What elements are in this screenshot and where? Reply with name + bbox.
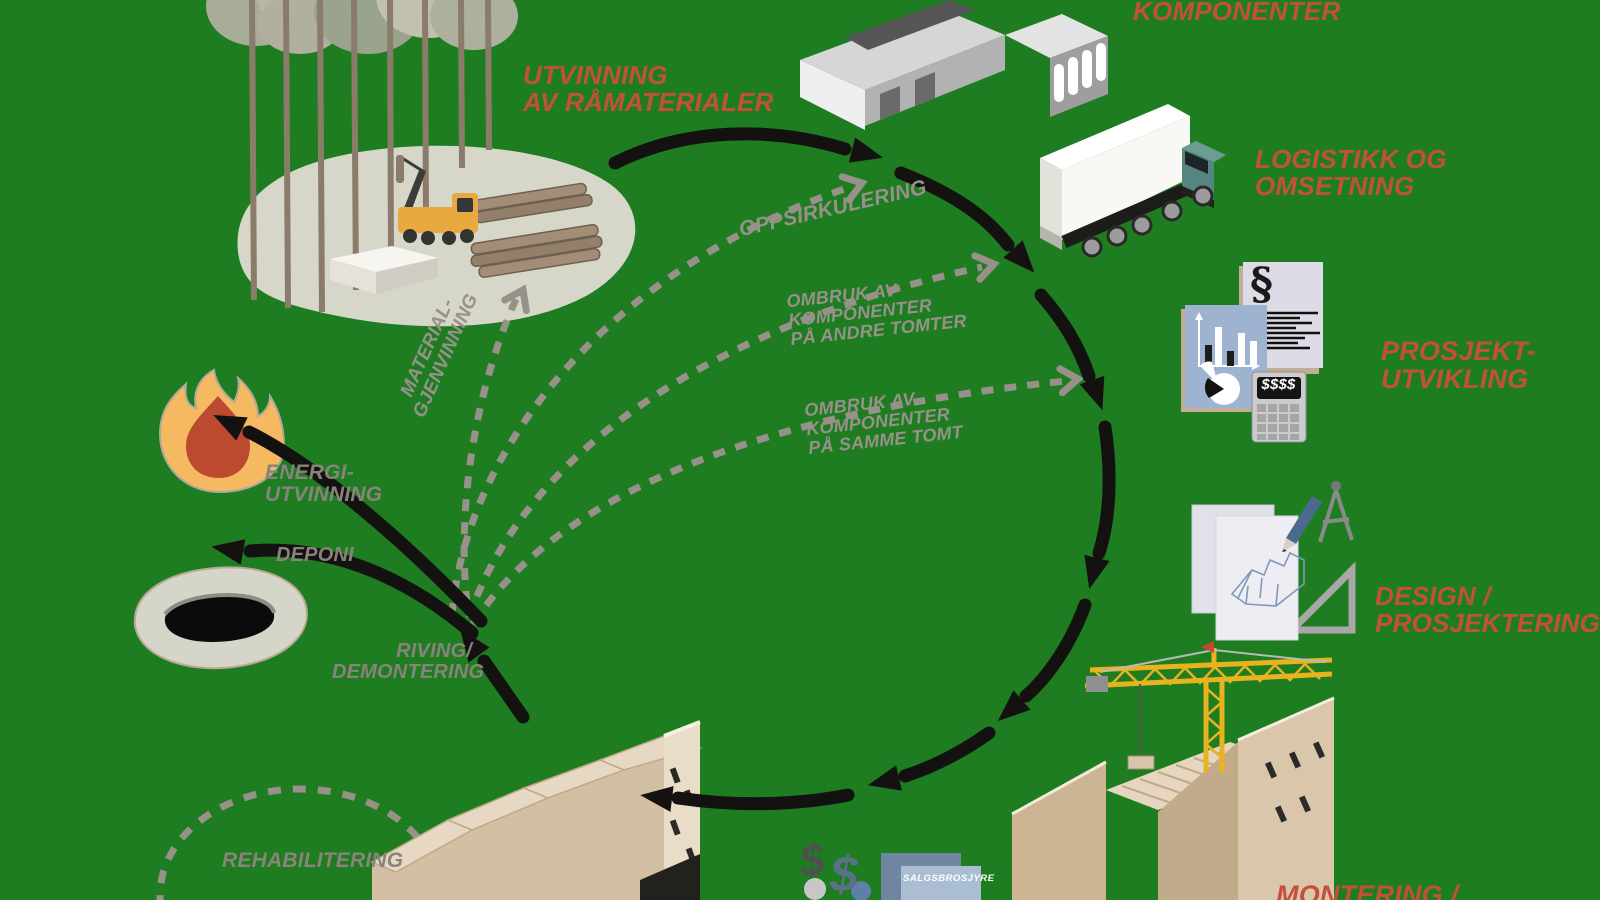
forest-trees xyxy=(249,0,492,313)
factory-illustration xyxy=(800,0,1108,130)
oppsirkulering-arrow xyxy=(448,183,852,616)
label-prosjektutvikling: PROSJEKT- UTVIKLING xyxy=(1381,336,1536,395)
paragraph-symbol: § xyxy=(1250,259,1274,310)
label-utvinning: UTVINNING AV RÅMATERIALER xyxy=(523,60,774,118)
design-drawing-illustration xyxy=(1191,481,1356,641)
forest-logging-illustration xyxy=(206,0,636,327)
landfill-icon xyxy=(133,566,308,670)
material-gjenvinning-arrow xyxy=(460,295,521,604)
cycle-arrows xyxy=(242,127,1116,811)
label-komponenter: KOMPONENTER xyxy=(1133,0,1341,26)
construction-site-illustration xyxy=(1011,641,1335,900)
brochure-panel xyxy=(901,866,981,900)
pencil-icon xyxy=(1282,496,1322,552)
crane-load xyxy=(1127,755,1155,770)
container-box xyxy=(330,246,438,294)
ombruk-samme-tomt-arrow xyxy=(470,377,1067,626)
crane-pennant xyxy=(1201,641,1214,653)
log-truck xyxy=(396,155,478,245)
truck-illustration xyxy=(1040,104,1226,258)
deponi-arrow xyxy=(243,543,479,640)
label-deponi: DEPONI xyxy=(276,544,354,566)
label-montering: MONTERING / xyxy=(1276,880,1459,900)
pie-chart xyxy=(1200,361,1240,405)
dollar-sign-2: $ xyxy=(830,846,859,900)
energy-arrow xyxy=(242,425,488,628)
buyer-avatar xyxy=(851,881,871,900)
recycle-dashed-arrows xyxy=(448,183,1067,626)
log-pile xyxy=(468,182,603,279)
label-energiutvinning: ENERGI- UTVINNING xyxy=(265,461,383,507)
label-logistikk-og-omsetning: LOGISTIKK OG OMSETNING xyxy=(1255,144,1447,202)
buyer-avatar xyxy=(804,878,826,900)
label-design-prosjektering: DESIGN / PROSJEKTERING xyxy=(1375,581,1600,639)
tower-crane xyxy=(1084,641,1333,772)
calculator-icon xyxy=(1251,371,1307,443)
cycle-arrowheads xyxy=(211,137,1110,812)
timber-building xyxy=(1011,696,1335,900)
terraced-building-illustration xyxy=(370,720,703,900)
calculator-display: $$$$ xyxy=(1261,376,1296,393)
dashed-arrowheads xyxy=(501,173,1085,397)
salgsbrosjyre-label: SALGSBROSJYRE xyxy=(903,873,995,884)
compass-icon xyxy=(1318,481,1354,543)
sales-illustration xyxy=(804,853,981,900)
counterweight xyxy=(1086,676,1108,692)
building-sketch xyxy=(1230,551,1305,607)
set-square-icon xyxy=(1283,561,1356,634)
ombruk-andre-tomter-arrow xyxy=(465,263,983,620)
project-documents-illustration xyxy=(1181,262,1323,443)
document-text-lines xyxy=(1262,311,1320,350)
label-rehabilitering: REHABILITERING xyxy=(222,849,404,872)
bar-chart xyxy=(1205,327,1257,366)
label-riving-demontering: RIVING/ DEMONTERING xyxy=(332,640,485,683)
